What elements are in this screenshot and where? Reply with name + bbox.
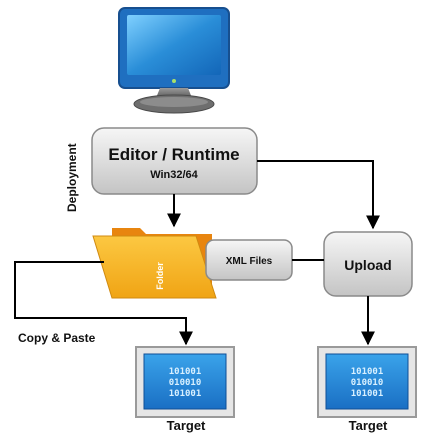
upload-label: Upload	[344, 257, 391, 273]
upload-node: Upload	[323, 231, 413, 297]
target-left-digits-1: 101001	[169, 367, 202, 377]
target-right-digits-1: 101001	[351, 367, 384, 377]
deployment-label: Deployment	[65, 143, 79, 212]
target-device-left: 101001 010010 101001	[135, 346, 235, 418]
edge-folder-to-target-left	[14, 261, 193, 346]
target-right-digits-2: 010010	[351, 378, 384, 388]
editor-runtime-subtitle: Win32/64	[150, 169, 198, 181]
xml-files-node: XML Files	[205, 239, 293, 281]
target-left-digits-2: 010010	[169, 378, 202, 388]
target-device-right: 101001 010010 101001	[317, 346, 417, 418]
desktop-monitor-icon	[118, 7, 230, 114]
copy-paste-label: Copy & Paste	[18, 331, 96, 345]
target-left-label: Target	[167, 418, 206, 433]
target-left-digits-3: 101001	[169, 389, 202, 399]
target-right-digits-3: 101001	[351, 389, 384, 399]
editor-runtime-title: Editor / Runtime	[108, 145, 239, 164]
target-right-label: Target	[349, 418, 388, 433]
edge-editor-to-upload	[257, 160, 380, 230]
folder-label: Folder	[155, 262, 165, 290]
editor-runtime-node: Editor / Runtime Win32/64	[91, 127, 258, 195]
xml-files-label: XML Files	[226, 256, 273, 267]
folder-icon: Folder	[92, 228, 217, 299]
